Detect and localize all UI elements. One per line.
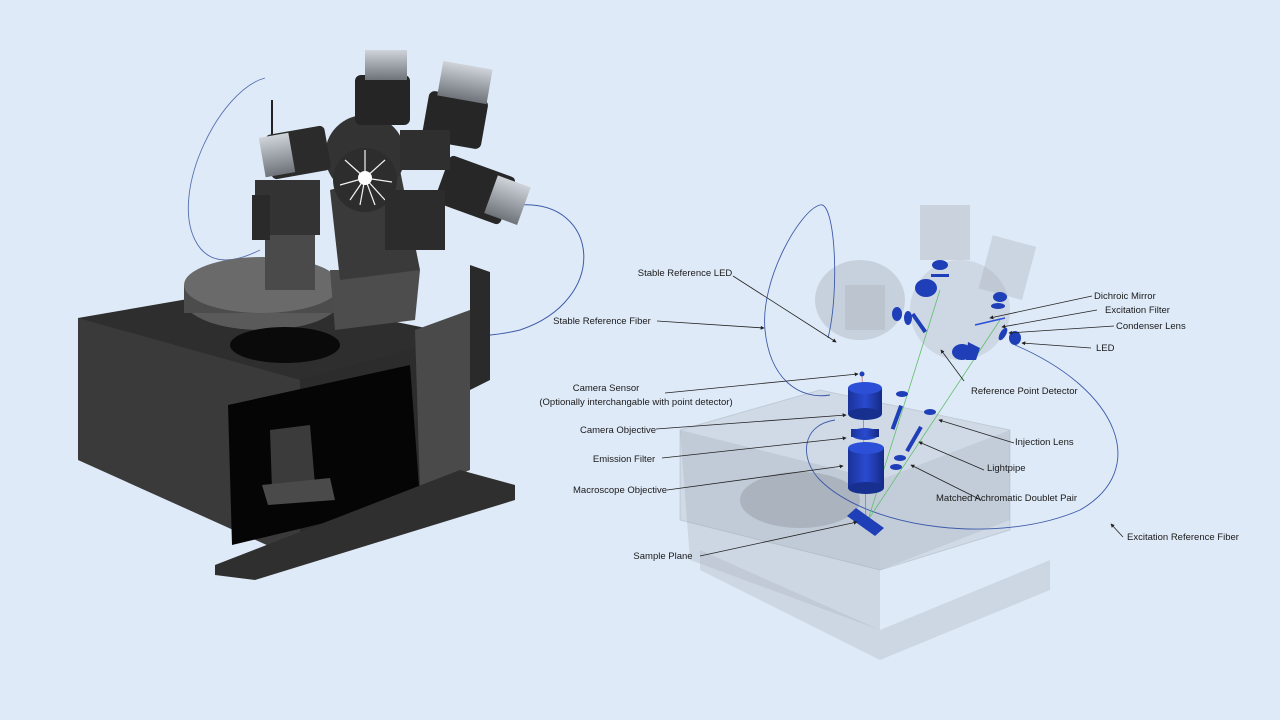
label-macroscope-objective: Macroscope Objective: [573, 485, 667, 496]
label-lightpipe: Lightpipe: [987, 463, 1026, 474]
label-excitation-filter: Excitation Filter: [1105, 305, 1170, 316]
label-condenser-lens: Condenser Lens: [1116, 321, 1186, 332]
excitation-reference-fiber-line: [806, 344, 1119, 530]
label-reference-point-detector: Reference Point Detector: [971, 386, 1078, 397]
left-3d-model: [78, 50, 585, 580]
label-sample-plane: Sample Plane: [633, 551, 693, 562]
label-matched-achromatic-doublet-pair: Matched Achromatic Doublet Pair: [936, 493, 1077, 504]
label-camera-sensor-note: (Optionally interchangable with point de…: [539, 397, 733, 408]
label-emission-filter: Emission Filter: [592, 454, 656, 465]
leader-lines: [655, 275, 1124, 557]
label-dichroic-mirror: Dichroic Mirror: [1094, 291, 1156, 302]
led-housing-right: [434, 155, 531, 225]
label-camera-sensor: Camera Sensor: [572, 383, 640, 394]
label-led: LED: [1096, 343, 1115, 354]
label-stable-reference-fiber: Stable Reference Fiber: [553, 316, 651, 327]
label-excitation-reference-fiber: Excitation Reference Fiber: [1127, 532, 1239, 543]
optical-components: [847, 260, 1021, 536]
label-camera-objective: Camera Objective: [579, 425, 657, 436]
led-housing-left: [258, 125, 331, 180]
stable-reference-fiber-line: [764, 204, 836, 397]
led-housing-top-left: [355, 50, 410, 125]
right-xray-model: [655, 204, 1124, 660]
label-stable-reference-led: Stable Reference LED: [637, 268, 733, 279]
label-injection-lens: Injection Lens: [1015, 437, 1074, 448]
